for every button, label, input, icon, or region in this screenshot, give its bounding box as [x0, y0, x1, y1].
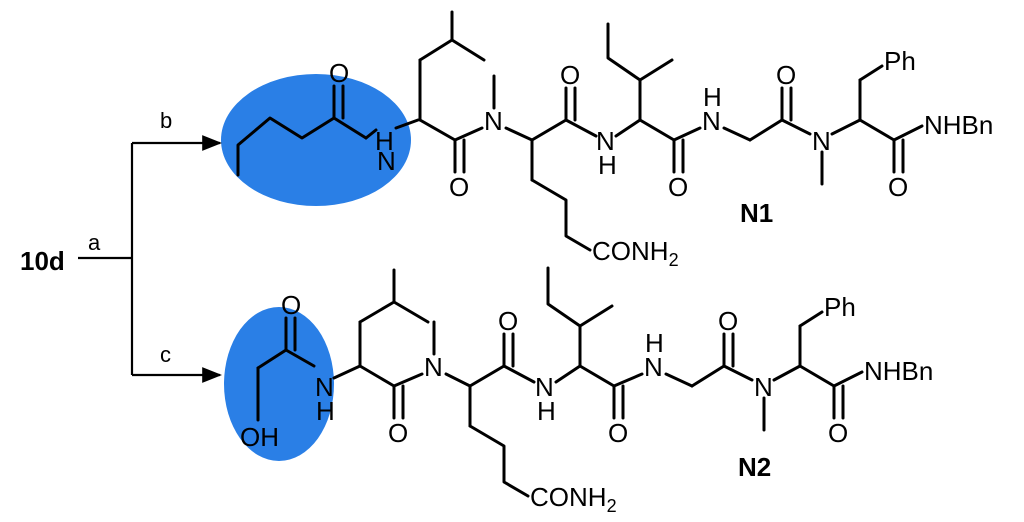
- n1-atom-h-ile: H: [598, 150, 617, 180]
- n2-compound-label: N2: [738, 452, 771, 482]
- n2-atom-o-gly: O: [718, 306, 738, 336]
- highlight-glycolyl: [224, 307, 334, 461]
- product-n1-structure: [236, 10, 924, 252]
- step-a-label: a: [88, 230, 101, 255]
- n2-atom-n-ile: N: [535, 372, 554, 402]
- highlight-pentanoyl: [221, 74, 411, 206]
- n1-atom-o-ile: O: [668, 172, 688, 202]
- n2-atom-h-glycolyl: H: [316, 396, 335, 426]
- n2-atom-h-ile: H: [537, 396, 556, 426]
- n1-atom-o-pent: O: [329, 58, 349, 88]
- n1-atom-o-gly: O: [776, 60, 796, 90]
- reaction-arrows: [78, 135, 222, 383]
- n1-atom-n-me2: N: [812, 126, 831, 156]
- n1-atom-n-pent: N: [377, 146, 396, 176]
- step-c-label: c: [160, 342, 171, 367]
- n2-atom-n-me2: N: [754, 372, 773, 402]
- product-n2-structure: [256, 266, 864, 498]
- n1-compound-label: N1: [740, 198, 773, 228]
- n2-phenyl-label: Ph: [824, 292, 856, 322]
- n1-phenyl-label: Ph: [884, 46, 916, 76]
- n2-atom-oh: OH: [240, 422, 279, 452]
- n1-conh2-label: CONH2: [592, 236, 679, 270]
- n2-atom-o-gln: O: [498, 306, 518, 336]
- starting-material-label: 10d: [20, 246, 65, 276]
- n2-conh2-label: CONH2: [530, 482, 617, 516]
- step-b-label: b: [160, 108, 172, 133]
- n2-nhbn-label: NHBn: [864, 356, 933, 386]
- n2-atom-n-glycolyl: N: [315, 372, 334, 402]
- n2-atom-o-ile: O: [608, 418, 628, 448]
- n2-atom-n-me1: N: [424, 352, 443, 382]
- n1-atom-o-gln: O: [560, 60, 580, 90]
- n2-atom-o-glycolyl: O: [281, 290, 301, 320]
- n2-atom-o-leu: O: [388, 418, 408, 448]
- n1-atom-h-gly: H: [703, 82, 722, 112]
- n1-atom-n-ile: N: [596, 126, 615, 156]
- n2-atom-h-gly: H: [645, 328, 664, 358]
- n1-atom-o-leu: O: [449, 172, 469, 202]
- n2-atom-n-gly: N: [644, 352, 663, 382]
- n1-nhbn-label: NHBn: [924, 110, 993, 140]
- n1-atom-n-me1: N: [484, 106, 503, 136]
- n1-atom-n-gly: N: [702, 106, 721, 136]
- n2-atom-o-phe: O: [828, 418, 848, 448]
- n1-atom-o-phe: O: [888, 172, 908, 202]
- n1-atom-h-pent: H: [375, 126, 394, 156]
